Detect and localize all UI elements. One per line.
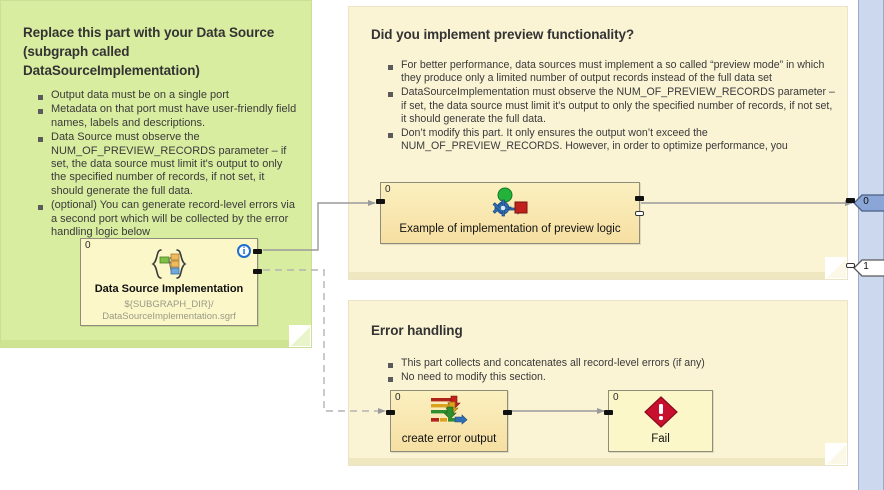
- fail-diamond-icon: [643, 395, 679, 429]
- node-port-number: 0: [85, 240, 91, 251]
- subgraph-braces-icon: [146, 247, 192, 281]
- node-label: create error output: [401, 433, 497, 445]
- node-input-port[interactable]: [386, 410, 395, 415]
- list-item: Output data must be on a single port: [37, 89, 299, 102]
- node-output-port-1[interactable]: [253, 269, 262, 274]
- note-data-source[interactable]: Replace this part with your Data Source …: [0, 0, 312, 348]
- note-error-handling-title: Error handling: [371, 323, 463, 338]
- node-output-port-1[interactable]: [635, 211, 644, 216]
- band-port-nub-1[interactable]: [846, 263, 855, 268]
- concatenate-icon: [427, 395, 471, 427]
- node-create-error-output[interactable]: 0 create error output: [386, 390, 512, 452]
- node-port-number: 0: [613, 392, 619, 403]
- node-preview-logic[interactable]: 0 Example of implementation of preview l…: [376, 182, 644, 244]
- node-label: Example of implementation of preview log…: [399, 223, 621, 235]
- info-icon[interactable]: i: [237, 244, 251, 258]
- note-footer-bar: [1, 340, 289, 347]
- node-input-port[interactable]: [376, 199, 385, 204]
- note-footer-bar: [349, 272, 825, 279]
- note-error-handling-bullets: This part collects and concatenates all …: [387, 357, 835, 385]
- node-input-port[interactable]: [604, 410, 613, 415]
- graph-output-port-1-label: 1: [863, 261, 869, 272]
- node-fail[interactable]: 0 Fail: [604, 390, 713, 452]
- node-output-port[interactable]: [503, 410, 512, 415]
- note-fold-corner: [289, 325, 311, 347]
- node-data-source-implementation[interactable]: 0 i Data Source Implementation ${SUBGRAP…: [80, 238, 262, 326]
- note-footer-bar: [349, 458, 825, 465]
- selection-band[interactable]: [858, 0, 884, 490]
- note-preview-bullets: For better performance, data sources mus…: [387, 59, 835, 154]
- node-subtitle-line1: ${SUBGRAPH_DIR}/: [124, 299, 214, 310]
- node-port-number: 0: [395, 392, 401, 403]
- list-item: (optional) You can generate record-level…: [37, 199, 299, 239]
- band-port-nub-0[interactable]: [846, 198, 855, 203]
- node-label: Data Source Implementation: [94, 283, 244, 295]
- list-item: DataSourceImplementation must observe th…: [387, 86, 835, 126]
- note-preview-title: Did you implement preview functionality?: [371, 27, 635, 42]
- list-item: No need to modify this section.: [387, 371, 835, 384]
- list-item: This part collects and concatenates all …: [387, 357, 835, 370]
- node-label: Fail: [651, 433, 670, 445]
- list-item: Data Source must observe the NUM_OF_PREV…: [37, 131, 299, 198]
- graph-output-port-0-label: 0: [863, 196, 869, 207]
- node-subtitle-line2: DataSourceImplementation.sgrf: [102, 311, 236, 322]
- graph-output-port-1[interactable]: 1: [852, 258, 884, 278]
- note-data-source-bullets: Output data must be on a single port Met…: [37, 89, 299, 240]
- note-data-source-title: Replace this part with your Data Source …: [23, 25, 275, 78]
- node-output-port-0[interactable]: [253, 249, 262, 254]
- preview-gear-icon: [487, 187, 533, 219]
- note-fold-corner: [825, 443, 847, 465]
- list-item: For better performance, data sources mus…: [387, 59, 835, 85]
- node-output-port-0[interactable]: [635, 196, 644, 201]
- list-item: Metadata on that port must have user-fri…: [37, 103, 299, 130]
- note-fold-corner: [825, 257, 847, 279]
- graph-output-port-0[interactable]: 0: [852, 193, 884, 213]
- node-port-number: 0: [385, 184, 391, 195]
- list-item: Don’t modify this part. It only ensures …: [387, 127, 835, 153]
